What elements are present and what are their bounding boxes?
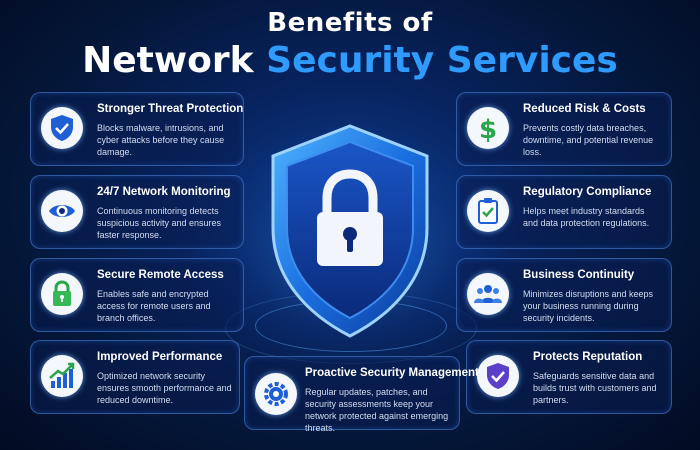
clipboard-check-icon — [467, 190, 509, 232]
svg-text:$: $ — [479, 115, 497, 143]
dollar-icon: $ — [467, 107, 509, 149]
card-title: Business Continuity — [523, 269, 635, 281]
card-title: Secure Remote Access — [97, 269, 224, 281]
card-description: Regular updates, patches, and security a… — [305, 387, 449, 433]
benefit-card-remote-access: Secure Remote Access Enables safe and en… — [30, 258, 244, 332]
title-word-network: Network — [82, 40, 254, 81]
card-description: Prevents costly data breaches, downtime,… — [523, 123, 654, 157]
card-title: 24/7 Network Monitoring — [97, 186, 231, 198]
card-description: Continuous monitoring detects suspicious… — [97, 206, 222, 240]
benefit-card-threat-protection: Stronger Threat Protection Blocks malwar… — [30, 92, 244, 166]
card-description: Blocks malware, intrusions, and cyber at… — [97, 123, 225, 157]
benefit-card-compliance: Regulatory Compliance Helps meet industr… — [456, 175, 672, 249]
benefit-card-reduced-risk: $ Reduced Risk & Costs Prevents costly d… — [456, 92, 672, 166]
eye-icon — [41, 190, 83, 232]
shield-check-icon — [41, 107, 83, 149]
growth-chart-icon — [41, 355, 83, 397]
benefit-card-performance: Improved Performance Optimized network s… — [30, 340, 240, 414]
page-title-line2: Network Security Services — [0, 40, 700, 81]
benefit-card-proactive-management: Proactive Security Management Regular up… — [244, 356, 479, 433]
card-title: Regulatory Compliance — [523, 186, 652, 198]
card-description: Enables safe and encrypted access for re… — [97, 289, 211, 323]
card-description: Helps meet industry standards and data p… — [523, 206, 650, 228]
card-description: Optimized network security ensures smoot… — [97, 371, 232, 405]
card-description: Safeguards sensitive data and builds tru… — [533, 371, 657, 405]
benefit-card-continuity: Business Continuity Minimizes disruption… — [456, 258, 672, 332]
card-title: Reduced Risk & Costs — [523, 103, 646, 115]
card-title: Stronger Threat Protection — [97, 103, 244, 115]
team-icon — [467, 273, 509, 315]
card-description: Minimizes disruptions and keeps your bus… — [523, 289, 654, 323]
benefit-card-monitoring: 24/7 Network Monitoring Continuous monit… — [30, 175, 244, 249]
padlock-icon — [41, 273, 83, 315]
shield-badge-icon — [477, 355, 519, 397]
card-title: Improved Performance — [97, 351, 223, 363]
benefit-card-reputation: Protects Reputation Safeguards sensitive… — [466, 340, 672, 414]
shield-lock-icon — [271, 124, 429, 338]
central-shield — [255, 118, 445, 348]
title-word-services: Security Services — [266, 40, 618, 81]
card-title: Proactive Security Management — [305, 367, 479, 379]
page-title-line1: Benefits of — [267, 8, 433, 38]
card-title: Protects Reputation — [533, 351, 643, 363]
gear-shield-icon — [255, 373, 297, 415]
